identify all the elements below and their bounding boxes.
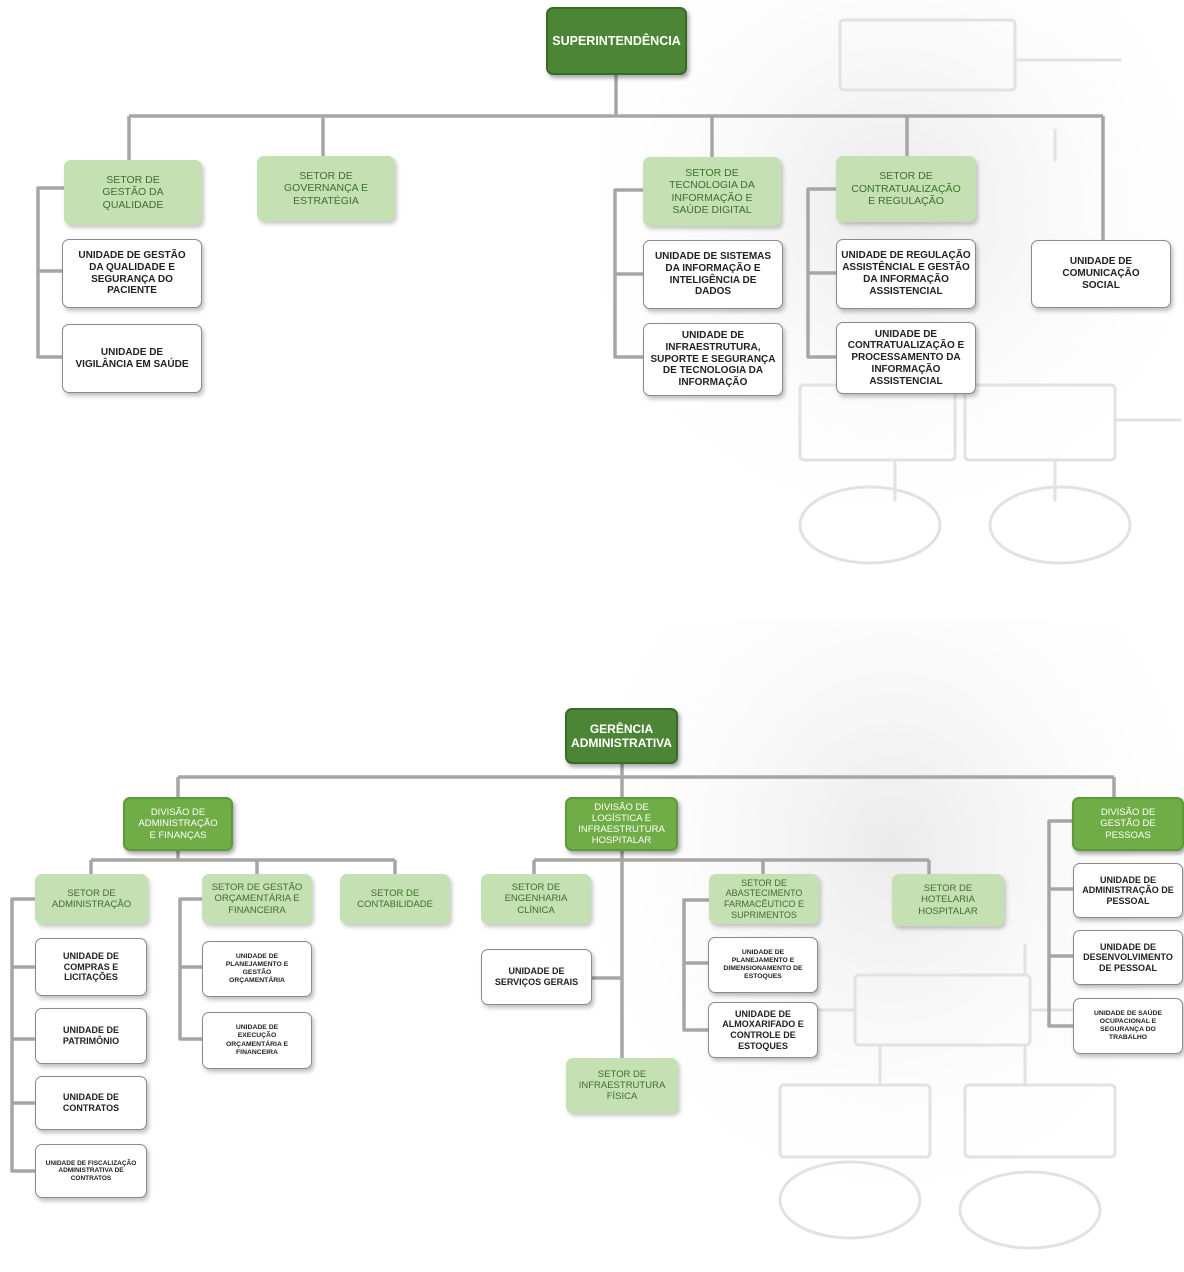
unidade-qualidade-seguranca-box: UNIDADE DE GESTÃO DA QUALIDADE E SEGURAN…: [62, 239, 202, 308]
gerencia-administrativa-box: GERÊNCIA ADMINISTRATIVA: [565, 708, 678, 764]
unidade-almoxarifado-box: UNIDADE DE ALMOXARIFADO E CONTROLE DE ES…: [708, 1002, 818, 1058]
unidade-contratos-box: UNIDADE DE CONTRATOS: [35, 1076, 147, 1130]
superintendencia-box: SUPERINTENDÊNCIA: [546, 7, 687, 75]
unidade-comunicacao-social-box: UNIDADE DE COMUNICAÇÃO SOCIAL: [1031, 240, 1171, 308]
setor-gestao-qualidade-box: SETOR DE GESTÃO DA QUALIDADE: [64, 160, 202, 225]
setor-infraestrutura-fisica-box: SETOR DE INFRAESTRUTURA FÍSICA: [566, 1058, 678, 1113]
unidade-vigilancia-saude-box: UNIDADE DE VIGILÂNCIA EM SAÚDE: [62, 324, 202, 393]
unidade-execucao-orcamentaria-box: UNIDADE DE EXECUÇÃO ORÇAMENTÁRIA E FINAN…: [202, 1012, 312, 1069]
unidade-servicos-gerais-box: UNIDADE DE SERVIÇOS GERAIS: [481, 949, 592, 1005]
setor-administracao-box: SETOR DE ADMINISTRAÇÃO: [35, 874, 148, 924]
unidade-regulacao-assistencial-box: UNIDADE DE REGULAÇÃO ASSISTÊNCIAL E GEST…: [836, 239, 976, 309]
unidade-desenvolvimento-pessoal-box: UNIDADE DE DESENVOLVIMENTO DE PESSOAL: [1073, 930, 1183, 985]
unidade-planejamento-orcamentaria-box: UNIDADE DE PLANEJAMENTO E GESTÃO ORÇAMEN…: [202, 941, 312, 997]
divisao-administracao-financas-box: DIVISÃO DE ADMINISTRAÇÃO E FINANÇAS: [123, 797, 233, 851]
unidade-saude-ocupacional-box: UNIDADE DE SAÚDE OCUPACIONAL E SEGURANÇA…: [1073, 998, 1183, 1054]
setor-gestao-orcamentaria-box: SETOR DE GESTÃO ORÇAMENTÁRIA E FINANCEIR…: [202, 874, 312, 924]
setor-governanca-box: SETOR DE GOVERNANÇA E ESTRATÉGIA: [257, 156, 395, 221]
unidade-planejamento-estoques-box: UNIDADE DE PLANEJAMENTO E DIMENSIONAMENT…: [708, 937, 818, 993]
unidade-contratualizacao-processamento-box: UNIDADE DE CONTRATUALIZAÇÃO E PROCESSAME…: [836, 322, 976, 394]
setor-engenharia-clinica-box: SETOR DE ENGENHARIA CLÍNICA: [481, 874, 591, 924]
setor-hotelaria-hospitalar-box: SETOR DE HOTELARIA HOSPITALAR: [892, 874, 1004, 926]
unidade-patrimonio-box: UNIDADE DE PATRIMÔNIO: [35, 1008, 147, 1064]
setor-contabilidade-box: SETOR DE CONTABILIDADE: [340, 874, 450, 924]
setor-tecnologia-informacao-box: SETOR DE TECNOLOGIA DA INFORMAÇÃO E SAÚD…: [643, 157, 781, 226]
unidade-fiscalizacao-contratos-box: UNIDADE DE FISCALIZAÇÃO ADMINISTRATIVA D…: [35, 1144, 147, 1198]
divisao-logistica-infraestrutura-box: DIVISÃO DE LOGÍSTICA E INFRAESTRUTURA HO…: [565, 797, 678, 851]
unidade-compras-licitacoes-box: UNIDADE DE COMPRAS E LICITAÇÕES: [35, 938, 147, 996]
unidade-sistemas-informacao-box: UNIDADE DE SISTEMAS DA INFORMAÇÃO E INTE…: [643, 240, 783, 309]
setor-contratualizacao-regulacao-box: SETOR DE CONTRATUALIZAÇÃO E REGULAÇÃO: [836, 156, 976, 222]
unidade-infraestrutura-ti-box: UNIDADE DE INFRAESTRUTURA, SUPORTE E SEG…: [643, 323, 783, 396]
unidade-administracao-pessoal-box: UNIDADE DE ADMINISTRAÇÃO DE PESSOAL: [1073, 863, 1183, 918]
divisao-gestao-pessoas-box: DIVISÃO DE GESTÃO DE PESSOAS: [1072, 797, 1184, 851]
setor-abastecimento-farmaceutico-box: SETOR DE ABASTECIMENTO FARMACÊUTICO E SU…: [709, 874, 819, 924]
